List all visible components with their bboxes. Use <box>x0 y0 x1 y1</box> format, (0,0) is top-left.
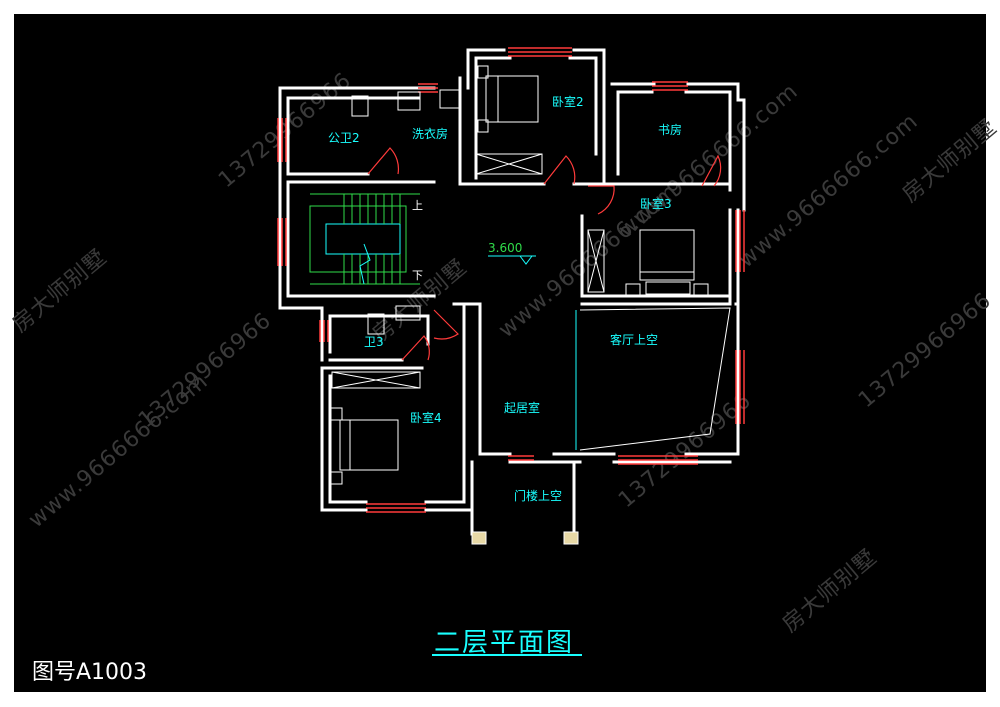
elevation-marker <box>488 255 536 265</box>
room-label-xiyifang: 洗衣房 <box>412 127 449 141</box>
room-label-qijushi: 起居室 <box>504 401 541 415</box>
room-label-wei3: 卫3 <box>364 335 384 349</box>
room-label-ketingshangkong: 客厅上空 <box>610 333 659 347</box>
drawing-number: 图号A1003 <box>32 660 148 685</box>
elevation-text: 3.600 <box>488 241 523 255</box>
columns <box>471 531 579 545</box>
room-label-woshi2: 卧室2 <box>552 95 584 109</box>
room-label-gongwei2: 公卫2 <box>328 131 360 145</box>
room-label-shufang: 书房 <box>658 123 683 137</box>
doors <box>367 147 722 361</box>
drawing-canvas: 房大师别墅 www.9666666.com 13729966966 房大师别墅 … <box>8 14 1000 692</box>
floor-plan <box>277 47 746 545</box>
room-label-menlou: 门楼上空 <box>514 489 563 503</box>
walls <box>278 48 746 536</box>
stair-down-label: 下 <box>412 269 423 282</box>
stair-up-label: 上 <box>412 199 423 212</box>
room-label-woshi3: 卧室3 <box>640 197 672 211</box>
furniture <box>329 65 731 485</box>
windows <box>277 47 745 513</box>
staircase <box>309 193 420 285</box>
drawing-title: 二层平面图 <box>434 628 575 658</box>
title-underline <box>432 654 582 656</box>
room-label-woshi4: 卧室4 <box>410 411 442 425</box>
